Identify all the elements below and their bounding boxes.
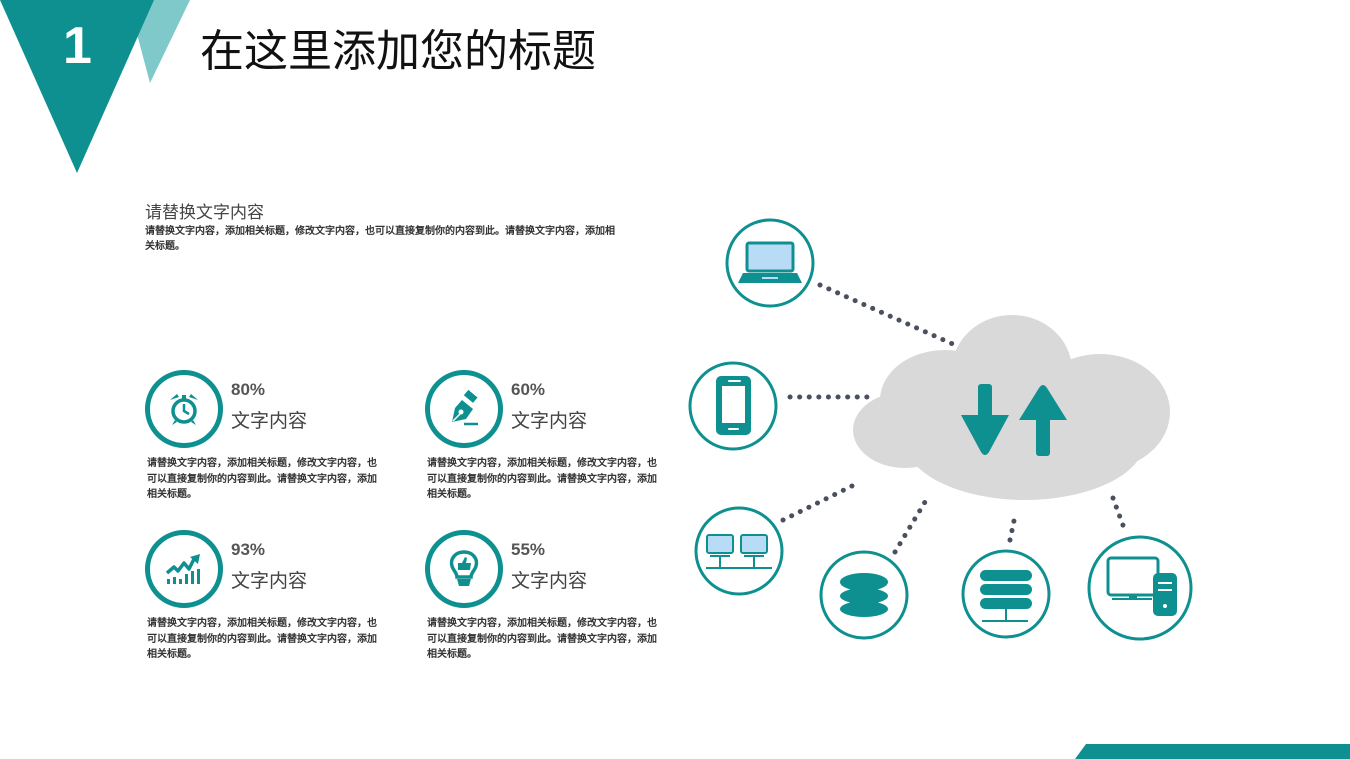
fountain-pen-icon: [425, 370, 503, 448]
stat-percent: 80%: [231, 380, 266, 399]
stat-label: 文字内容: [511, 410, 588, 432]
network-computers-icon: [706, 534, 772, 569]
stat-percent: 55%: [511, 540, 546, 559]
stat-description: 请替换文字内容，添加相关标题，修改文字内容，也可以直接复制你的内容到此。请替换文…: [147, 458, 377, 500]
lightbulb-thumbs-up-icon: [425, 530, 503, 608]
intro-heading: 请替换文字内容: [145, 203, 264, 223]
cloud-sync-arrows-icon: [853, 315, 1170, 500]
alarm-clock-icon: [145, 370, 223, 448]
stat-label: 文字内容: [231, 570, 308, 592]
smartphone-icon: [716, 376, 751, 435]
stat-percent: 60%: [511, 380, 546, 399]
sync-arrows: [961, 384, 1067, 456]
stat-description: 请替换文字内容，添加相关标题，修改文字内容，也可以直接复制你的内容到此。请替换文…: [427, 618, 657, 660]
stat-percent: 93%: [231, 540, 266, 559]
stat-label: 文字内容: [511, 570, 588, 592]
page-title: 在这里添加您的标题: [200, 26, 596, 77]
cloud-network-diagram: [688, 218, 1193, 641]
header-triangle-decoration: [0, 0, 190, 173]
intro-body: 请替换文字内容，添加相关标题，修改文字内容，也可以直接复制你的内容到此。请替换文…: [145, 226, 615, 252]
stat-description: 请替换文字内容，添加相关标题，修改文字内容，也可以直接复制你的内容到此。请替换文…: [427, 458, 657, 500]
desktop-computer-icon: [1106, 556, 1177, 616]
footer-accent-bar: [1075, 744, 1350, 759]
laptop-icon: [738, 241, 802, 283]
stat-description: 请替换文字内容，添加相关标题，修改文字内容，也可以直接复制你的内容到此。请替换文…: [147, 618, 377, 660]
growth-chart-icon: [145, 530, 223, 608]
section-number: 1: [63, 17, 92, 75]
stat-label: 文字内容: [231, 410, 308, 432]
database-icon: [840, 573, 888, 617]
server-icon: [980, 570, 1032, 622]
connector-lines: [780, 282, 1127, 555]
